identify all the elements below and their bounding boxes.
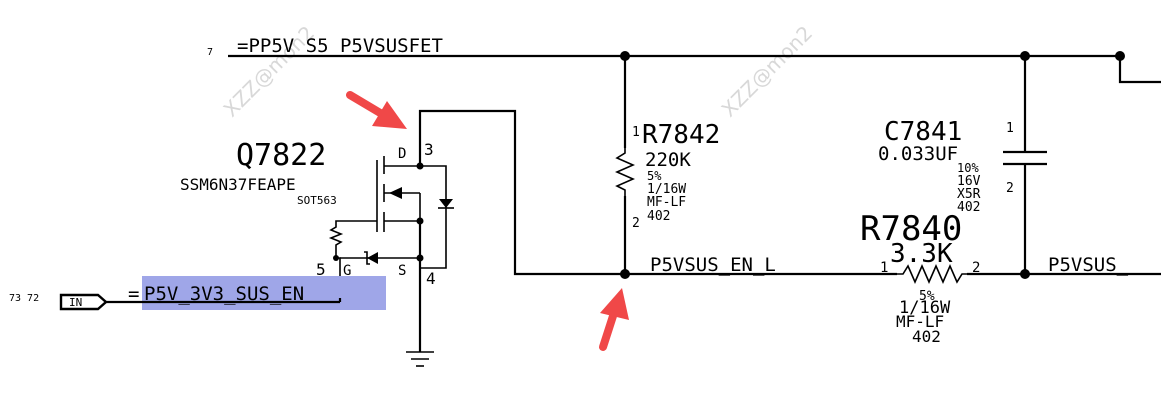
pin-d-label: D [398,146,406,162]
r7840-resistor[interactable]: R7840 3.3K 1 2 5% 1/16W MF-LF 402 [860,209,1161,346]
r7842-pin2: 2 [632,216,640,231]
c7841-voltage: 16V [957,174,981,189]
r7840-type: MF-LF [896,312,944,331]
r7840-zigzag [897,264,967,284]
gate-resistor [328,220,377,258]
pin-g-number: 5 [316,260,326,279]
body-diode-wire [420,165,447,269]
r7842-value: 220K [645,149,691,171]
c7841-pin2: 2 [1006,181,1014,196]
mosfet-body-arrow [389,187,402,199]
in-port-flag[interactable] [59,293,108,311]
r7840-pin2: 2 [972,260,980,276]
c7841-dielectric: X5R [957,187,981,202]
watermark-right: XZZ@mon2 [717,21,818,122]
en-l-net-label[interactable]: P5VSUS_EN_L [650,254,776,276]
r7840-pin1: 1 [880,260,888,276]
r7842-power: 1/16W [647,182,686,197]
net-highlight [142,276,386,310]
arrow-annotation-en-l-icon [599,288,629,351]
r7840-power: 1/16W [899,298,951,318]
in-net-prefix: = [128,283,139,305]
q7822-part: SSM6N37FEAPE [180,175,296,194]
c7841-value: 0.033UF [878,143,958,165]
c7841-tol: 10% [957,161,979,175]
junction-drain [416,162,424,170]
c7841-refdes: C7841 [884,117,962,147]
r7842-zigzag [615,148,635,196]
arrow-annotation-drain-icon [346,91,407,129]
junction-right-top [1115,51,1125,61]
top-net-label[interactable]: =PP5V_S5_P5VSUSFET [237,35,443,57]
in-flag-label: IN [69,296,82,309]
pin-d-number: 3 [424,140,434,159]
r7842-pin1: 1 [632,125,640,140]
gate-zener-bar [364,251,370,265]
drain-to-en-wire [418,109,625,276]
c7841-capacitor[interactable]: C7841 1 0.033UF 10% 16V X5R 2 402 [878,56,1047,274]
c7841-pin1: 1 [1006,121,1014,136]
right-net-label[interactable]: P5VSUS_ [1048,254,1129,276]
pin-g-label: G [343,263,351,279]
junction-gate [333,255,339,261]
r7842-tol: 5% [647,169,662,183]
junction-c7841-bottom [1020,269,1030,279]
q7822-package: SOT563 [297,194,337,207]
ground-icon [406,351,434,367]
r7842-resistor[interactable]: 1 R7842 220K 5% 1/16W MF-LF 2 402 [615,56,720,274]
r7842-size: 402 [647,209,670,224]
r7842-refdes: R7842 [642,120,720,150]
r7842-type: MF-LF [647,195,686,210]
pin-s-number: 4 [426,269,436,288]
body-diode-triangle [439,199,453,208]
q7822-refdes: Q7822 [236,138,326,173]
top-rail-right-branch [1118,56,1161,84]
r7840-refdes: R7840 [860,209,962,249]
pin-s-label: S [398,263,406,279]
r7840-size: 402 [912,327,941,346]
gate-zener-triangle [367,252,378,264]
q7822-mosfet[interactable]: Q7822 SSM6N37FEAPE SOT563 D 3 5 G S 4 [180,109,625,352]
c7841-size: 402 [957,200,980,215]
in-net-label[interactable]: P5V_3V3_SUS_EN [144,283,304,305]
in-page-refs: 73 72 [9,293,39,304]
top-net-page-ref: 7 [207,47,213,58]
r7840-value: 3.3K [890,239,953,269]
r7840-tol: 5% [919,289,935,304]
